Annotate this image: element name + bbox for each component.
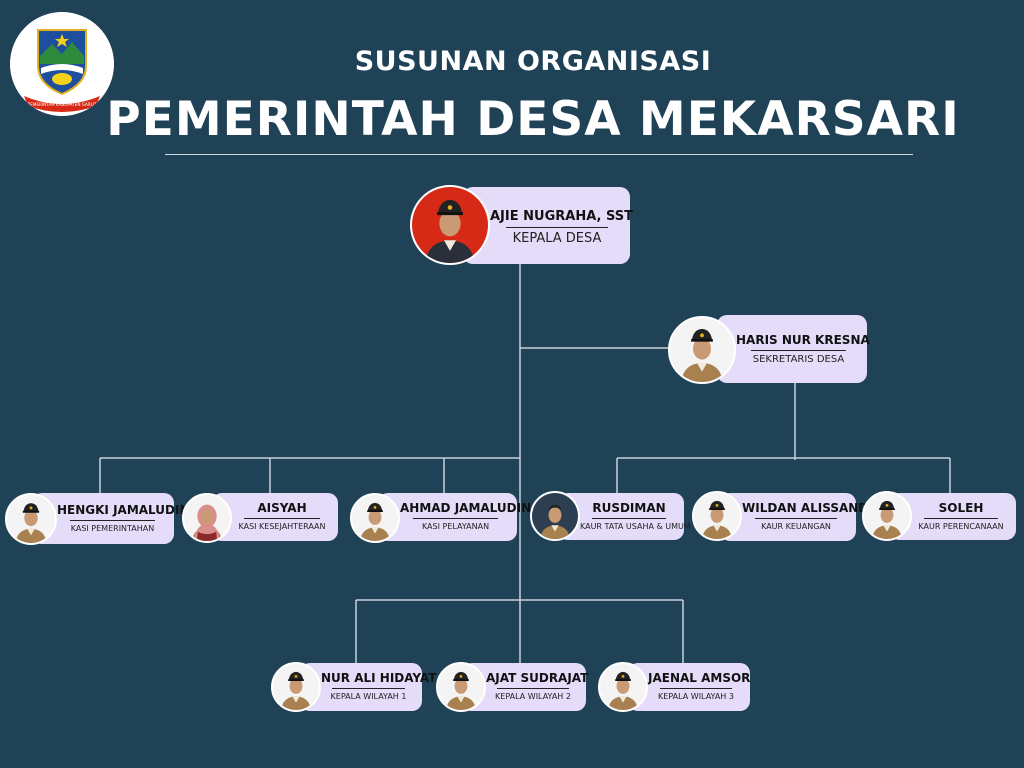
member-divider — [413, 518, 498, 519]
member-role: KASI PELAYANAN — [421, 522, 490, 531]
logo-ribbon-text: PEMERINTAH KABUPATEN GARUT — [28, 102, 97, 107]
member-divider — [244, 518, 320, 519]
member-photo — [668, 316, 736, 384]
member-photo — [436, 662, 486, 712]
member-card: WILDAN ALISSANDI KAUR KEUANGAN — [720, 493, 873, 541]
member-photo — [5, 493, 57, 545]
member-name: HENGKI JAMALUDIN — [57, 502, 190, 517]
member-divider — [923, 517, 999, 519]
member-photo — [410, 185, 490, 265]
member-role: SEKRETARIS DESA — [752, 354, 845, 365]
member-name: NUR ALI HIDAYAT — [321, 671, 437, 685]
member-role: KAUR TATA USAHA & UMUM — [580, 521, 691, 531]
member-role: KAUR PERENCANAAN — [918, 521, 1004, 531]
title-divider — [165, 154, 913, 155]
member-role: KEPALA WILAYAH 3 — [658, 692, 734, 701]
member-role: KAUR KEUANGAN — [761, 522, 831, 531]
member-photo — [271, 662, 321, 712]
member-photo — [692, 491, 742, 541]
member-role: KASI PEMERINTAHAN — [70, 523, 155, 533]
member-divider — [332, 688, 405, 689]
member-card: AJIE NUGRAHA, SST KEPALA DESA — [463, 187, 633, 264]
member-card: AHMAD JAMALUDIN KASI PELAYANAN — [378, 493, 532, 541]
member-name: AJIE NUGRAHA, SST — [490, 208, 633, 224]
member-divider — [591, 517, 667, 519]
member-divider — [70, 519, 155, 521]
member-role: KEPALA DESA — [512, 230, 602, 246]
member-name: SOLEH — [938, 500, 984, 515]
member-card: AISYAH KASI KESEJAHTERAAN — [212, 493, 338, 541]
member-photo — [862, 491, 912, 541]
chart-subtitle: SUSUNAN ORGANISASI — [354, 46, 712, 77]
regency-emblem-icon: PEMERINTAH KABUPATEN GARUT — [10, 12, 114, 116]
member-role: KEPALA WILAYAH 1 — [330, 692, 407, 701]
chart-title: PEMERINTAH DESA MEKARSARI — [106, 92, 960, 147]
member-card: HARIS NUR KRESNA SEKRETARIS DESA — [717, 315, 870, 383]
member-divider — [751, 350, 846, 351]
member-card: JAENAL AMSOR KEPALA WILAYAH 3 — [628, 663, 750, 711]
member-divider — [506, 226, 608, 228]
member-role: KASI KESEJAHTERAAN — [238, 522, 326, 531]
member-divider — [754, 518, 838, 519]
member-card: AJAT SUDRAJAT KEPALA WILAYAH 2 — [462, 663, 589, 711]
member-name: RUSDIMAN — [592, 500, 666, 515]
member-photo — [530, 491, 580, 541]
member-name: HARIS NUR KRESNA — [736, 333, 870, 347]
member-name: AJAT SUDRAJAT — [486, 671, 589, 685]
member-divider — [659, 688, 733, 689]
member-name: AISYAH — [257, 501, 307, 515]
member-photo — [182, 493, 232, 543]
member-name: JAENAL AMSOR — [648, 671, 751, 685]
member-name: WILDAN ALISSANDI — [742, 501, 873, 515]
member-role: KEPALA WILAYAH 2 — [495, 692, 571, 701]
member-name: AHMAD JAMALUDIN — [400, 501, 532, 515]
member-divider — [497, 688, 569, 689]
member-photo — [350, 493, 400, 543]
member-photo — [598, 662, 648, 712]
